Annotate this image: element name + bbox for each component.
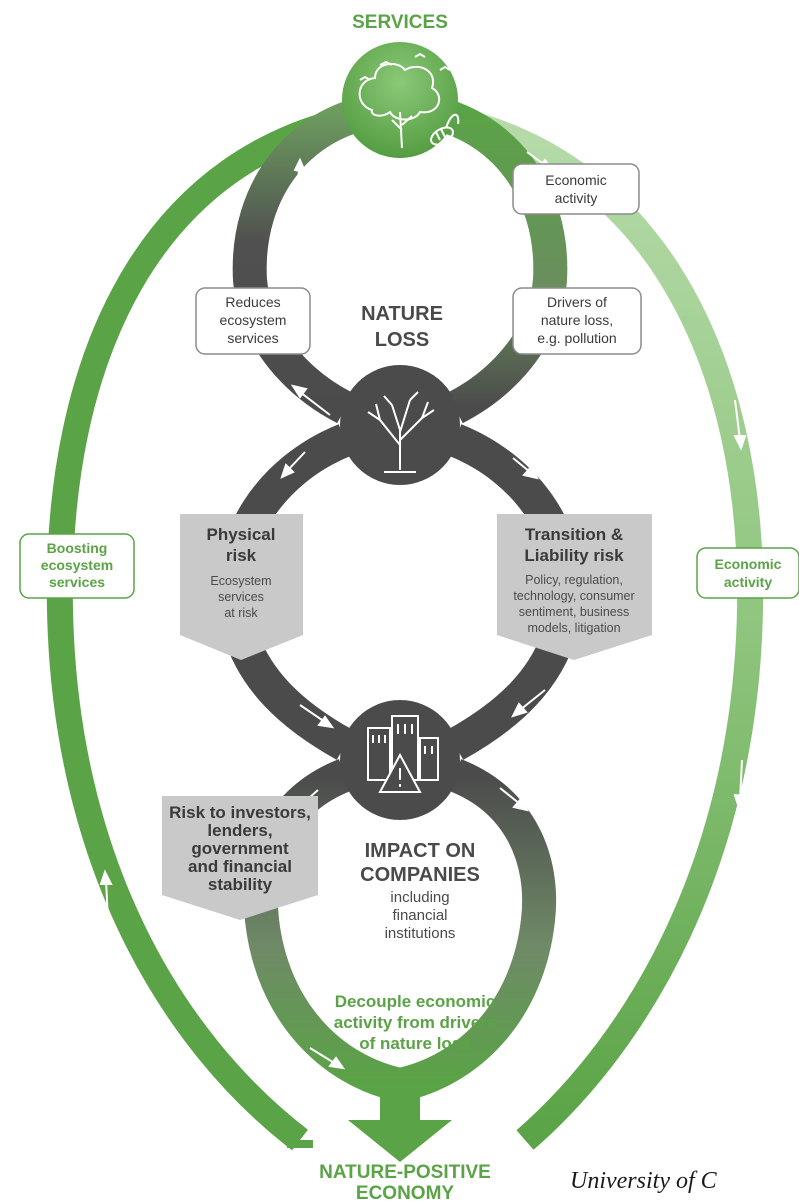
drivers-line-2: nature loss, bbox=[541, 312, 613, 328]
transition-risk-body-4: models, litigation bbox=[527, 621, 620, 635]
arrow-icon bbox=[299, 704, 335, 729]
arrow-icon bbox=[280, 451, 306, 479]
arrow-icon bbox=[589, 224, 603, 273]
services-title: SERVICES bbox=[352, 12, 448, 33]
arrow-icon bbox=[290, 384, 331, 416]
arrow-icon bbox=[309, 1047, 346, 1070]
economic-activity-top-box: Economic activity bbox=[512, 163, 640, 215]
transition-risk-box: Transition & Liability risk Policy, regu… bbox=[497, 514, 652, 660]
nature-loss-line-2: LOSS bbox=[375, 329, 429, 351]
physical-risk-body-1: Ecosystem bbox=[210, 574, 271, 588]
investors-risk-box: Risk to investors, lenders, government a… bbox=[162, 796, 318, 920]
bottom-title-line-2: ECONOMY bbox=[356, 1183, 455, 1202]
impact-body-3: institutions bbox=[385, 925, 456, 942]
physical-risk-box: Physical risk Ecosystem services at risk bbox=[180, 514, 303, 660]
investors-line-4: and financial bbox=[188, 857, 292, 876]
decouple-line-2: activity from drivers bbox=[334, 1013, 497, 1032]
economic-activity-right-box: Economic activity bbox=[696, 547, 799, 599]
reduces-line-2: ecosystem bbox=[220, 312, 287, 328]
arrow-icon bbox=[512, 457, 539, 480]
economic-activity-right-line-1: Economic bbox=[715, 556, 782, 572]
services-circle bbox=[342, 42, 460, 158]
investors-line-1: Risk to investors, bbox=[169, 803, 311, 822]
transition-risk-title-1: Transition & bbox=[525, 525, 623, 544]
transition-risk-title-2: Liability risk bbox=[524, 546, 624, 565]
physical-risk-body-2: services bbox=[218, 590, 264, 604]
drivers-line-1: Drivers of bbox=[547, 294, 607, 310]
impact-line-1: IMPACT ON bbox=[365, 840, 476, 862]
bottom-title-line-1: NATURE-POSITIVE bbox=[319, 1162, 491, 1183]
nature-loss-circle bbox=[340, 365, 460, 485]
buildings-warning-icon bbox=[367, 715, 439, 793]
physical-risk-body-3: at risk bbox=[224, 606, 258, 620]
top-loop bbox=[232, 91, 568, 424]
physical-risk-title-2: risk bbox=[226, 546, 257, 565]
decouple-line-1: Decouple economic bbox=[335, 992, 496, 1011]
impact-title: IMPACT ON COMPANIES including financial … bbox=[360, 840, 480, 942]
investors-line-3: government bbox=[191, 839, 289, 858]
companies-circle bbox=[340, 700, 460, 820]
arrow-icon bbox=[93, 709, 107, 760]
boosting-box: Boosting ecosystem services bbox=[19, 533, 135, 599]
investors-line-2: lenders, bbox=[207, 821, 272, 840]
outer-left-arc bbox=[46, 102, 375, 1151]
bottom-title: NATURE-POSITIVE ECONOMY bbox=[319, 1162, 491, 1202]
bare-tree-icon bbox=[367, 391, 435, 473]
transition-risk-body-1: Policy, regulation, bbox=[525, 573, 623, 587]
arrow-icon bbox=[145, 289, 159, 346]
reduces-ecosystem-box: Reduces ecosystem services bbox=[195, 287, 311, 355]
economic-activity-right-line-2: activity bbox=[724, 574, 772, 590]
transition-risk-body-2: technology, consumer bbox=[513, 589, 634, 603]
arrow-icon bbox=[511, 689, 546, 718]
economic-activity-top-line-2: activity bbox=[555, 190, 598, 206]
investors-line-5: stability bbox=[208, 875, 273, 894]
bee-icon bbox=[430, 113, 460, 146]
decouple-line-3: of nature loss bbox=[359, 1034, 470, 1053]
economic-activity-top-line-1: Economic bbox=[545, 172, 606, 188]
boosting-line-3: services bbox=[49, 574, 105, 590]
arrow-icon bbox=[99, 869, 113, 921]
arrow-icon bbox=[733, 399, 747, 451]
arrow-icon bbox=[508, 369, 546, 404]
physical-risk-title-1: Physical bbox=[207, 525, 276, 544]
boosting-line-1: Boosting bbox=[47, 540, 108, 556]
impact-line-2: COMPANIES bbox=[360, 864, 480, 886]
drivers-nature-loss-box: Drivers of nature loss, e.g. pollution bbox=[512, 287, 642, 355]
drivers-line-3: e.g. pollution bbox=[537, 330, 616, 346]
nature-loss-title: NATURE LOSS bbox=[361, 303, 443, 351]
impact-body-1: including bbox=[390, 889, 449, 906]
decouple-text: Decouple economic activity from drivers … bbox=[334, 992, 497, 1053]
footer-credit: University of C bbox=[570, 1168, 717, 1194]
impact-body-2: financial bbox=[392, 907, 447, 924]
transition-risk-body-3: sentiment, business bbox=[519, 605, 629, 619]
boosting-line-2: ecosystem bbox=[41, 557, 113, 573]
tree-birds-icon bbox=[358, 52, 451, 149]
arrow-icon bbox=[289, 157, 307, 211]
reduces-line-1: Reduces bbox=[225, 294, 280, 310]
reduces-line-3: services bbox=[227, 330, 278, 346]
down-arrow-icon bbox=[348, 1085, 452, 1162]
arrow-icon bbox=[489, 1041, 524, 1065]
arrow-icon bbox=[499, 787, 529, 812]
nature-loss-line-1: NATURE bbox=[361, 303, 443, 325]
arrow-icon bbox=[733, 759, 747, 811]
